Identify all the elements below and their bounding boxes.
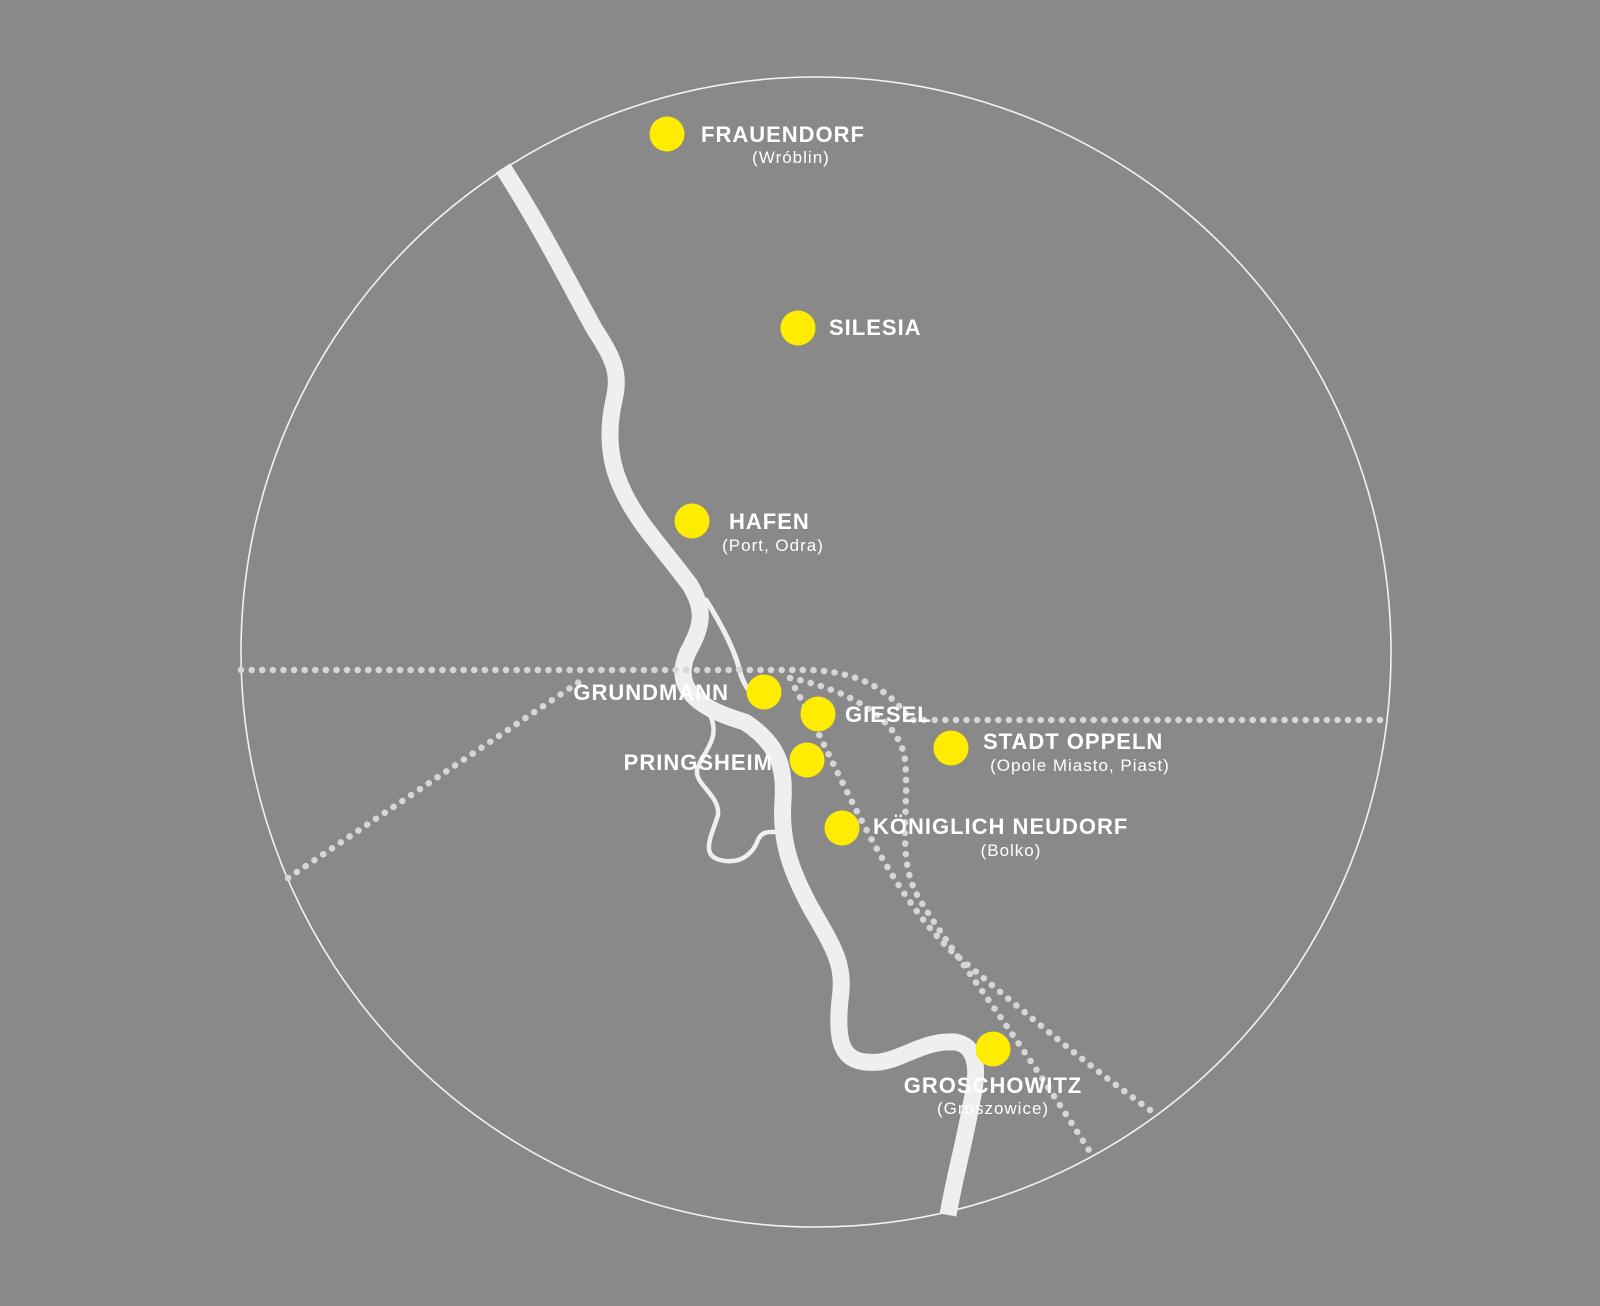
river-oder [495, 163, 985, 1217]
stations: FRAUENDORF (Wróblin) SILESIA HAFEN (Port… [573, 116, 1170, 1118]
station-marker-giesel[interactable] [800, 696, 836, 732]
railway-southeast [791, 684, 1154, 1114]
station-sub-koniglich-neudorf: (Bolko) [981, 841, 1042, 860]
station-name-koniglich-neudorf: KÖNIGLICH NEUDORF [873, 814, 1128, 839]
railway-south-curve [786, 674, 1096, 1159]
river-oxbow [694, 712, 788, 864]
station-sub-hafen: (Port, Odra) [722, 536, 824, 555]
station-name-hafen: HAFEN [729, 509, 810, 534]
railway-lines [237, 666, 1390, 1159]
station-marker-frauendorf[interactable] [649, 116, 685, 152]
station-marker-silesia[interactable] [780, 310, 816, 346]
station-name-pringsheim: PRINGSHEIM [624, 750, 773, 775]
railway-west-east [237, 666, 1390, 724]
station-sub-stadt-oppeln: (Opole Miasto, Piast) [990, 756, 1170, 775]
station-sub-groschowitz: (Groszowice) [937, 1099, 1049, 1118]
station-name-grundmann: GRUNDMANN [573, 680, 729, 705]
station-name-frauendorf: FRAUENDORF [701, 122, 865, 147]
station-marker-pringsheim[interactable] [789, 742, 825, 778]
railway-southwest [284, 676, 586, 882]
station-sub-frauendorf: (Wróblin) [752, 148, 830, 167]
station-name-giesel: GIESEL [845, 702, 932, 727]
station-marker-grundmann[interactable] [746, 674, 782, 710]
map-boundary-circle [240, 76, 1392, 1228]
station-name-groschowitz: GROSCHOWITZ [904, 1073, 1082, 1098]
station-marker-koniglich-neudorf[interactable] [824, 810, 860, 846]
station-name-stadt-oppeln: STADT OPPELN [983, 729, 1163, 754]
station-marker-stadt-oppeln[interactable] [933, 730, 969, 766]
station-name-silesia: SILESIA [829, 315, 922, 340]
station-marker-groschowitz[interactable] [975, 1031, 1011, 1067]
station-marker-hafen[interactable] [674, 503, 710, 539]
